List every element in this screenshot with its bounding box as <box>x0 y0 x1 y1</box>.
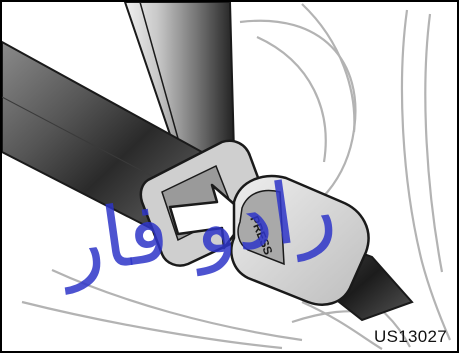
figure-code: US13027 <box>374 327 447 347</box>
